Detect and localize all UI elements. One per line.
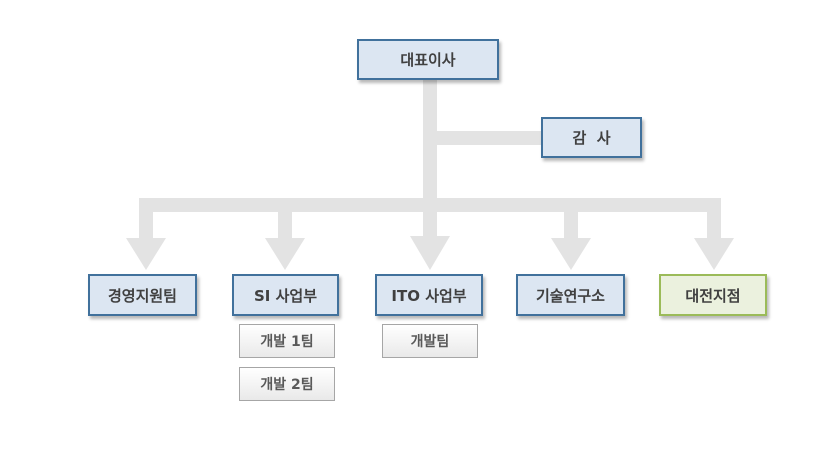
dept-label: SI 사업부 [253,286,317,305]
dept-label: 기술연구소 [535,286,605,305]
trunk-connector [423,80,437,237]
arrow-head-1 [126,238,166,270]
drop-connector-4 [564,212,578,240]
auditor-connector [437,131,543,145]
arrow-head-5 [694,238,734,270]
drop-connector-2 [278,212,292,240]
dept-ito: ITO 사업부 [375,274,483,316]
team-dev-1: 개발 1팀 [239,324,335,358]
dept-research-lab: 기술연구소 [516,274,625,316]
dept-label: 경영지원팀 [107,286,177,305]
arrow-head-2 [265,238,305,270]
team-label: 개발팀 [410,334,450,350]
bus-connector [139,198,721,212]
ceo-label: 대표이사 [400,51,456,69]
drop-connector-1 [139,212,153,240]
arrow-head-3 [410,236,450,270]
arrow-head-4 [551,238,591,270]
team-label: 개발 1팀 [260,334,314,350]
dept-si: SI 사업부 [232,274,339,316]
team-dev: 개발팀 [382,324,478,358]
dept-label: 대전지점 [685,286,741,305]
dept-label: ITO 사업부 [391,286,467,305]
auditor-box: 감 사 [541,117,642,158]
dept-management-support: 경영지원팀 [88,274,197,316]
dept-daejeon-branch: 대전지점 [659,274,767,316]
drop-connector-5 [707,212,721,240]
team-dev-2: 개발 2팀 [239,367,335,401]
team-label: 개발 2팀 [260,377,314,393]
ceo-box: 대표이사 [357,39,499,80]
auditor-label: 감 사 [572,129,611,147]
